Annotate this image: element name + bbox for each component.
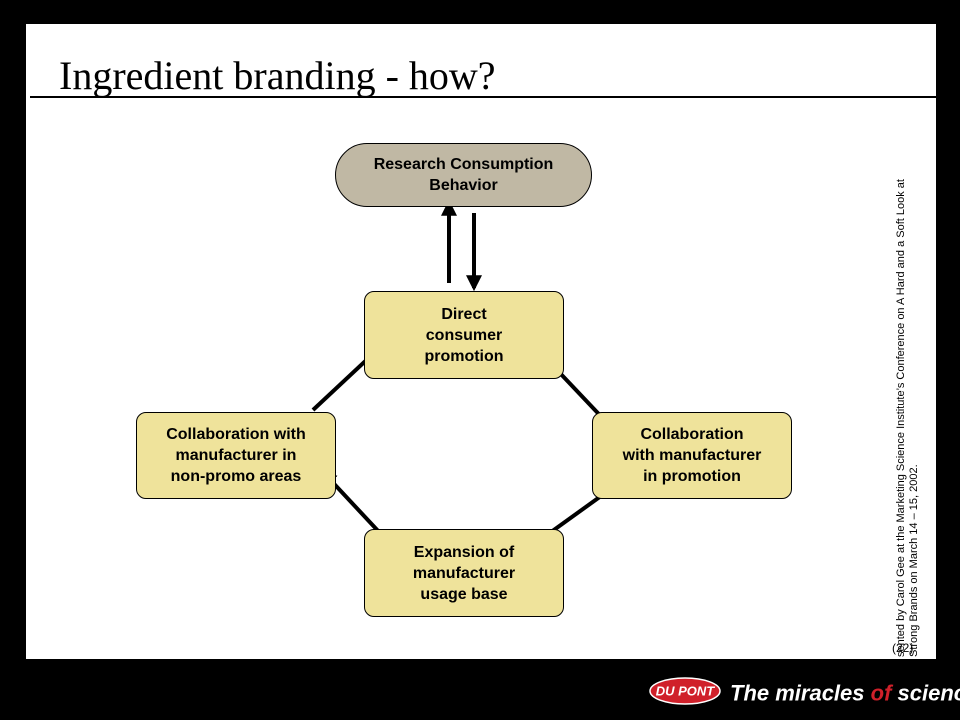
tagline-of: of [870,680,892,706]
footer-tagline: The miracles of science™ [730,676,960,707]
source-note-line-2: Strong Brands on March 14 – 15, 2002. [908,464,920,657]
node-expansion-usage-base: Expansion of manufacturer usage base [364,529,564,617]
node-research-consumption-behavior: Research Consumption Behavior [335,143,592,207]
node-direct-consumer-promotion: Direct consumer promotion [364,291,564,379]
source-note-line-1: sented by Carol Gee at the Marketing Sci… [895,179,907,657]
page-title: Ingredient branding - how? [59,53,496,98]
tagline-part-1: The miracles [730,680,871,706]
dupont-logo: DU PONT [649,677,721,705]
node-research-label: Research Consumption Behavior [373,156,554,194]
node-collaboration-non-promo: Collaboration with manufacturer in non-p… [136,412,336,499]
footer-bar [0,660,960,720]
title-divider [30,96,936,98]
tagline-part-3: science [897,680,960,706]
page-number: (22) [892,641,914,655]
node-collab-non-promo-label: Collaboration with manufacturer in non-p… [166,426,306,485]
vertical-source-note: sented by Carol Gee at the Marketing Sci… [895,117,921,657]
node-collab-promo-label: Collaboration with manufacturer in promo… [622,426,762,485]
node-direct-label: Direct consumer promotion [424,305,504,365]
logo-text: DU PONT [656,684,716,699]
node-collaboration-promotion: Collaboration with manufacturer in promo… [592,412,792,499]
node-expansion-label: Expansion of manufacturer usage base [412,543,516,603]
